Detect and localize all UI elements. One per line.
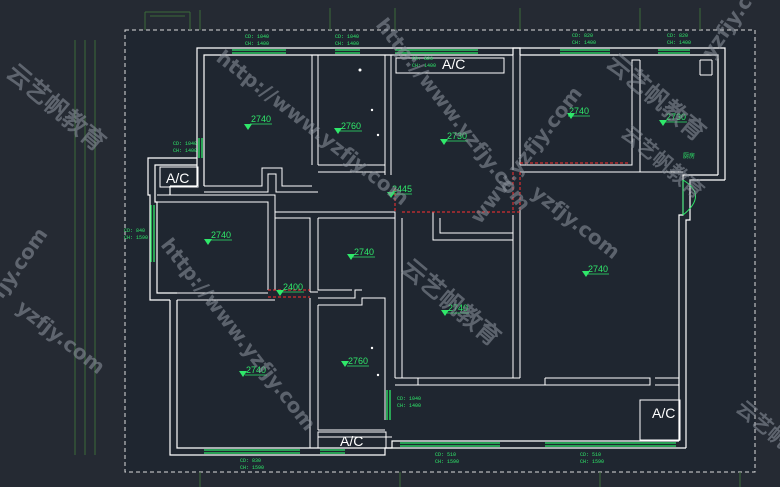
window-ch-label: CH: 1400 (572, 40, 596, 46)
ac-label: A/C (652, 405, 675, 421)
window-ch-label: CH: 1400 (412, 63, 436, 69)
window-ch-label: CH: 1590 (580, 459, 604, 465)
outer-guide-lines (74, 8, 741, 487)
window-cd-label: CD: 820 (572, 33, 593, 39)
window-ch-label: CH: 1590 (435, 459, 459, 465)
window-ch-label: CH: 1400 (335, 41, 359, 47)
ceiling-elevation: 2740 (448, 303, 468, 313)
ceiling-elevation: 2740 (251, 114, 271, 124)
window-cd-label: CD: 840 (124, 228, 145, 234)
ac-label: A/C (340, 433, 363, 449)
ceiling-elevation: 2760 (348, 356, 368, 366)
ac-label: A/C (166, 170, 189, 186)
window-cd-label: CD: 830 (240, 458, 261, 464)
elevation-markers (204, 113, 667, 377)
ceiling-elevation: 2740 (569, 106, 589, 116)
drawing-area (124, 29, 756, 473)
room-label: 厨房 (683, 152, 695, 160)
ceiling-elevation: 2740 (354, 247, 374, 257)
window-ch-label: CH: 1400 (173, 148, 197, 154)
beam-lines (268, 162, 630, 298)
ac-label: A/C (442, 56, 465, 72)
ceiling-elevation: 2400 (283, 282, 303, 292)
window-cd-label: CD: 1040 (397, 396, 421, 402)
ceiling-elevation: 2760 (341, 121, 361, 131)
window-ch-label: CH: 1590 (240, 465, 264, 471)
ceiling-elevation: 2740 (211, 230, 231, 240)
window-cd-label: CD: 1040 (173, 141, 197, 147)
elevation-underlines (210, 115, 687, 376)
ceiling-elevation: 2740 (246, 365, 266, 375)
fixture-dots (358, 68, 380, 377)
ceiling-elevation: 2445 (392, 184, 412, 194)
windows (150, 49, 690, 454)
window-cd-label: CD: 820 (412, 56, 433, 62)
watermark: fjy.com (0, 223, 52, 303)
ceiling-elevation: 2740 (588, 264, 608, 274)
window-ch-label: CH: 1400 (667, 40, 691, 46)
window-ch-label: CH: 1400 (397, 403, 421, 409)
window-cd-label: CD: 510 (580, 452, 601, 458)
door-swing (682, 179, 696, 216)
interior-walls (157, 55, 713, 448)
ceiling-elevation: 2730 (666, 112, 686, 122)
window-cd-label: CD: 1040 (245, 34, 269, 40)
window-cd-label: CD: 820 (667, 33, 688, 39)
exterior-walls (147, 47, 726, 456)
window-cd-label: CD: 510 (435, 452, 456, 458)
window-ch-label: CH: 1590 (124, 235, 148, 241)
ac-units (159, 57, 681, 449)
window-ch-label: CH: 1400 (245, 41, 269, 47)
window-cd-label: CD: 1040 (335, 34, 359, 40)
ceiling-elevation: 2730 (447, 131, 467, 141)
